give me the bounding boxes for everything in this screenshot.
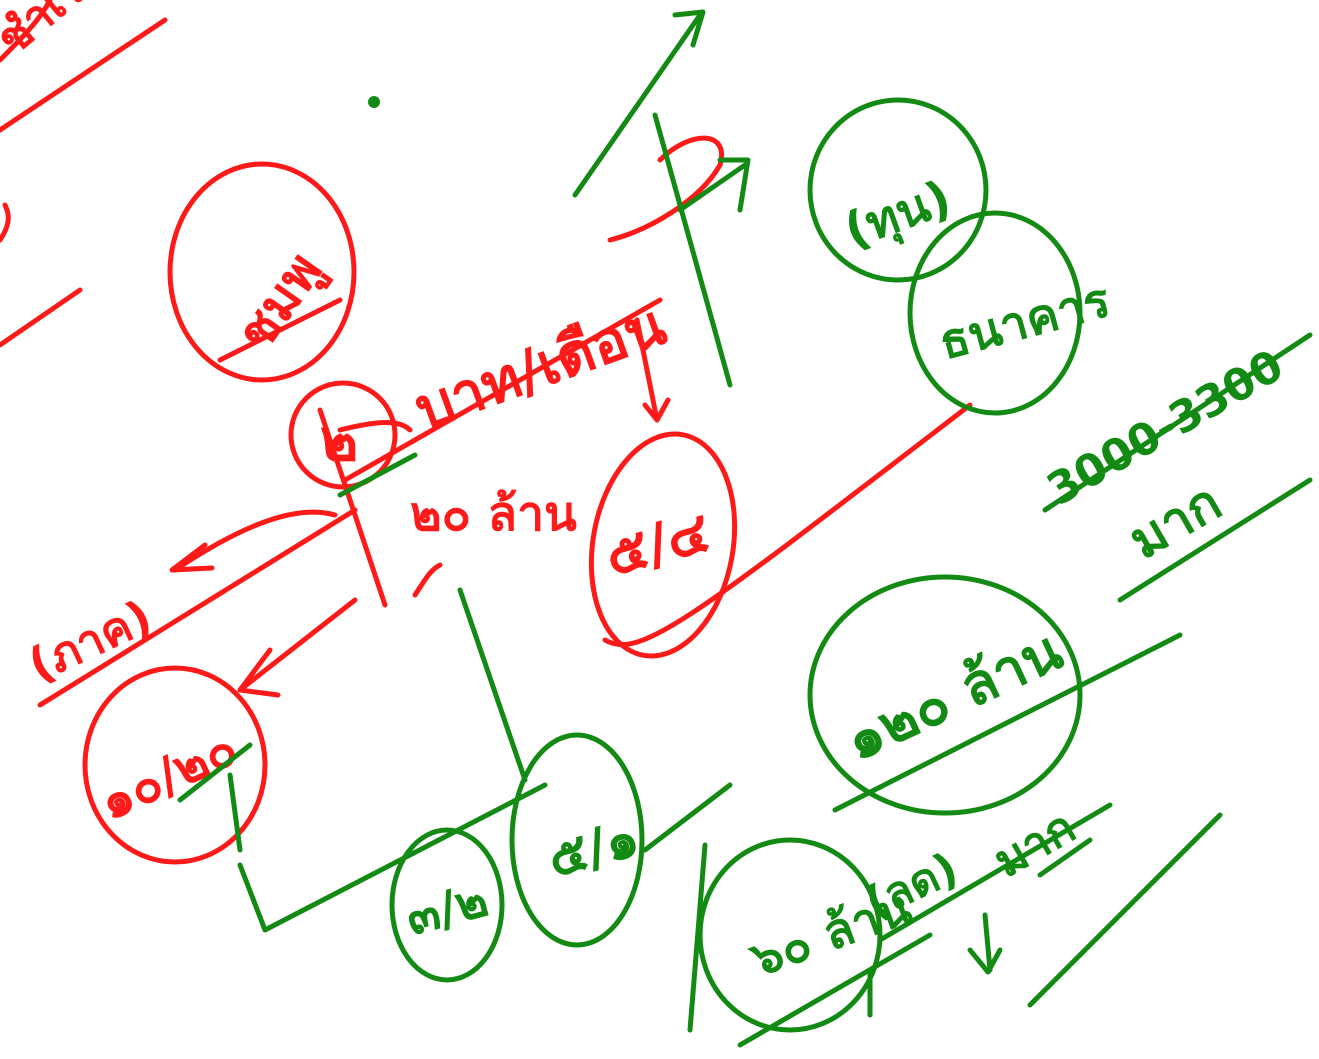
green-underline <box>877 802 1113 943</box>
red-stroke <box>412 562 443 598</box>
red-circle <box>588 431 738 659</box>
red-ink-layer <box>0 0 973 865</box>
red-circle <box>82 665 268 865</box>
green-circle <box>807 97 989 283</box>
green-arrow <box>572 12 703 198</box>
red-stroke <box>607 135 725 243</box>
handwritten-circle-note: ๓/๒ <box>400 871 494 946</box>
red-handwriting: ชมพู ๒ บาท/เดือน ๒๐ ล้าน ๕/๔ (ภาค) ๑๐/๒๐… <box>0 0 717 832</box>
green-arrowhead <box>672 9 706 48</box>
green-underline <box>832 632 1183 813</box>
red-arrow <box>634 317 660 423</box>
red-arrowhead <box>642 397 671 423</box>
green-stroke <box>177 742 253 803</box>
handwritten-baht: บาท/เดือน <box>406 290 675 443</box>
green-handwriting: (ทุน) ธนาคาร 3000-3300 มาก ๑๒๐ ล้าน ๓/๒ … <box>400 170 1292 989</box>
handwritten-amount: ๒๐ ล้าน <box>410 486 577 542</box>
green-stroke <box>652 112 733 388</box>
handwritten-note: ชมพู <box>226 242 336 363</box>
green-arrowhead <box>967 947 1003 975</box>
red-circle <box>288 380 398 490</box>
red-stroke <box>0 287 83 348</box>
red-underline <box>342 297 663 483</box>
red-circle <box>167 161 357 383</box>
handwritten-range: 3000-3300 <box>1039 340 1292 516</box>
handwritten-note: มาก <box>985 799 1085 888</box>
green-stroke <box>337 452 418 498</box>
green-circle <box>807 574 1083 816</box>
handwritten-circle-note: ๕/๔ <box>599 499 717 589</box>
red-arrowhead <box>237 647 281 698</box>
red-underline <box>37 507 358 708</box>
handwritten-circle-note: ๑๐/๒๐ <box>91 718 246 831</box>
handwritten-circle-note: ๕/๑ <box>542 808 646 890</box>
red-stroke <box>0 17 168 133</box>
green-circle <box>389 827 505 983</box>
ink-dot <box>368 96 380 108</box>
red-divider <box>317 407 388 608</box>
red-stroke <box>337 420 413 433</box>
handwritten-note: ๒ <box>320 406 358 474</box>
red-stroke <box>0 0 53 63</box>
green-circle <box>697 837 883 1033</box>
green-bracket <box>237 782 548 933</box>
green-stroke <box>227 772 243 853</box>
handwritten-note: มาก <box>1119 472 1231 571</box>
green-arrowhead <box>717 157 751 213</box>
green-arrow <box>982 912 993 973</box>
green-underline <box>1117 477 1313 603</box>
red-underline <box>217 297 343 363</box>
handwritten-circle-note: ธนาคาร <box>933 272 1116 371</box>
red-arrow <box>172 509 338 573</box>
green-circle <box>907 210 1083 416</box>
handwritten-note: ชำเรา <box>0 0 115 65</box>
green-stroke <box>687 842 708 1033</box>
green-ink-layer <box>177 9 1313 1048</box>
green-stroke <box>1037 837 1093 878</box>
handwritten-circle-note: (ทุน) <box>837 170 959 262</box>
green-circle <box>509 732 645 948</box>
green-underline <box>1042 332 1313 513</box>
green-stroke <box>457 587 528 783</box>
red-arrow <box>237 597 358 693</box>
red-underline <box>602 402 973 648</box>
green-underline <box>737 932 933 1048</box>
green-arrow <box>677 162 748 213</box>
green-stroke <box>1027 812 1223 1008</box>
red-arrowhead <box>169 542 215 573</box>
red-stroke <box>0 202 11 243</box>
green-stroke <box>642 782 733 853</box>
